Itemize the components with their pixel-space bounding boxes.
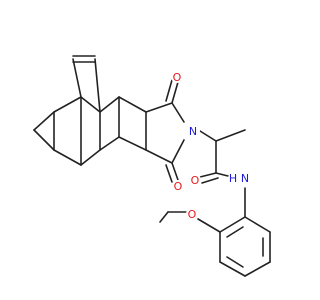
atom-label-O2: O: [172, 180, 184, 193]
bond: [171, 162, 179, 181]
bond: [215, 129, 246, 142]
bond: [219, 216, 246, 233]
bond: [171, 139, 185, 164]
bond: [53, 96, 82, 113]
bond: [197, 218, 221, 233]
bond: [226, 256, 244, 268]
bond: [159, 211, 169, 223]
bond: [219, 261, 246, 277]
bond: [201, 177, 219, 184]
bond: [53, 149, 82, 166]
bond: [199, 172, 217, 178]
bond: [244, 261, 271, 277]
bond: [118, 96, 147, 113]
bond: [171, 81, 179, 104]
bond: [118, 136, 147, 151]
atom-text: O: [188, 208, 197, 221]
bond: [99, 136, 120, 151]
atom-label-O1: O: [171, 71, 183, 84]
bond: [80, 149, 101, 166]
atom-text: O: [174, 180, 183, 193]
atom-label-H: H: [228, 172, 238, 185]
molecule-structure: O O N O N H O: [33, 55, 271, 277]
atom-label-O4: O: [186, 208, 198, 221]
bonds: [33, 55, 271, 277]
bond: [80, 96, 101, 113]
atom-labels: O O N O N H O: [171, 71, 252, 221]
atom-text: N: [189, 125, 197, 138]
bond: [171, 102, 185, 123]
bond: [33, 111, 55, 131]
bond: [199, 130, 217, 142]
atom-text: O: [173, 71, 182, 84]
bond: [99, 96, 120, 113]
bond: [145, 102, 173, 113]
atom-label-NH: N: [238, 171, 252, 185]
bond: [72, 58, 82, 98]
bond: [244, 216, 271, 233]
bond: [33, 129, 55, 151]
atom-label-O3: O: [189, 174, 201, 187]
atom-text: H: [229, 172, 237, 185]
bond: [94, 58, 101, 113]
bond: [165, 79, 173, 102]
bond: [165, 164, 173, 183]
atom-label-N1: N: [186, 124, 200, 138]
atom-text: N: [241, 172, 249, 185]
bond: [145, 149, 173, 164]
bond: [226, 226, 244, 238]
atom-text: O: [191, 174, 200, 187]
